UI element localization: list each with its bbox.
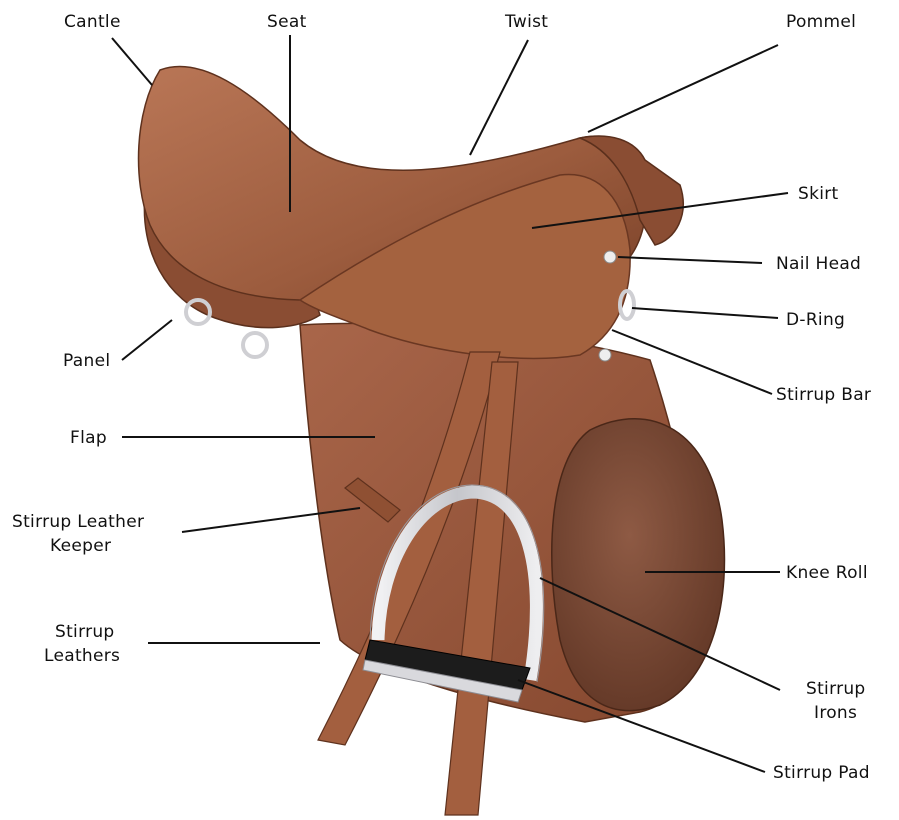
label-seat: Seat [267, 12, 307, 32]
label-nail-head: Nail Head [776, 254, 861, 274]
nail-head-upper [604, 251, 616, 263]
label-stirrup-leathers-line1: Stirrup [55, 622, 115, 642]
label-pommel: Pommel [786, 12, 856, 32]
label-skirt: Skirt [798, 184, 839, 204]
label-stirrup-leathers-line2: Leathers [44, 646, 120, 666]
label-twist: Twist [504, 12, 548, 32]
label-stirrup-leather-keeper-line1: Stirrup Leather [12, 512, 144, 532]
label-stirrup-bar: Stirrup Bar [776, 385, 871, 405]
leader-pommel [588, 45, 778, 132]
knee-roll-shape [552, 419, 725, 711]
label-panel: Panel [63, 351, 110, 371]
leader-panel [122, 320, 172, 360]
label-d-ring: D-Ring [786, 310, 845, 330]
leader-nail-head [618, 257, 762, 263]
label-stirrup-pad: Stirrup Pad [773, 763, 870, 783]
leader-d-ring [632, 308, 778, 318]
leader-twist [470, 40, 528, 155]
label-stirrup-irons-line2: Irons [814, 703, 857, 723]
label-stirrup-leather-keeper-line2: Keeper [50, 536, 111, 556]
label-knee-roll: Knee Roll [786, 563, 868, 583]
leader-cantle [112, 38, 152, 85]
label-flap: Flap [70, 428, 107, 448]
nail-head-lower [599, 349, 611, 361]
label-cantle: Cantle [64, 12, 121, 32]
label-stirrup-irons-line1: Stirrup [806, 679, 866, 699]
saddle-illustration [139, 66, 725, 815]
d-ring-left-b [243, 333, 267, 357]
